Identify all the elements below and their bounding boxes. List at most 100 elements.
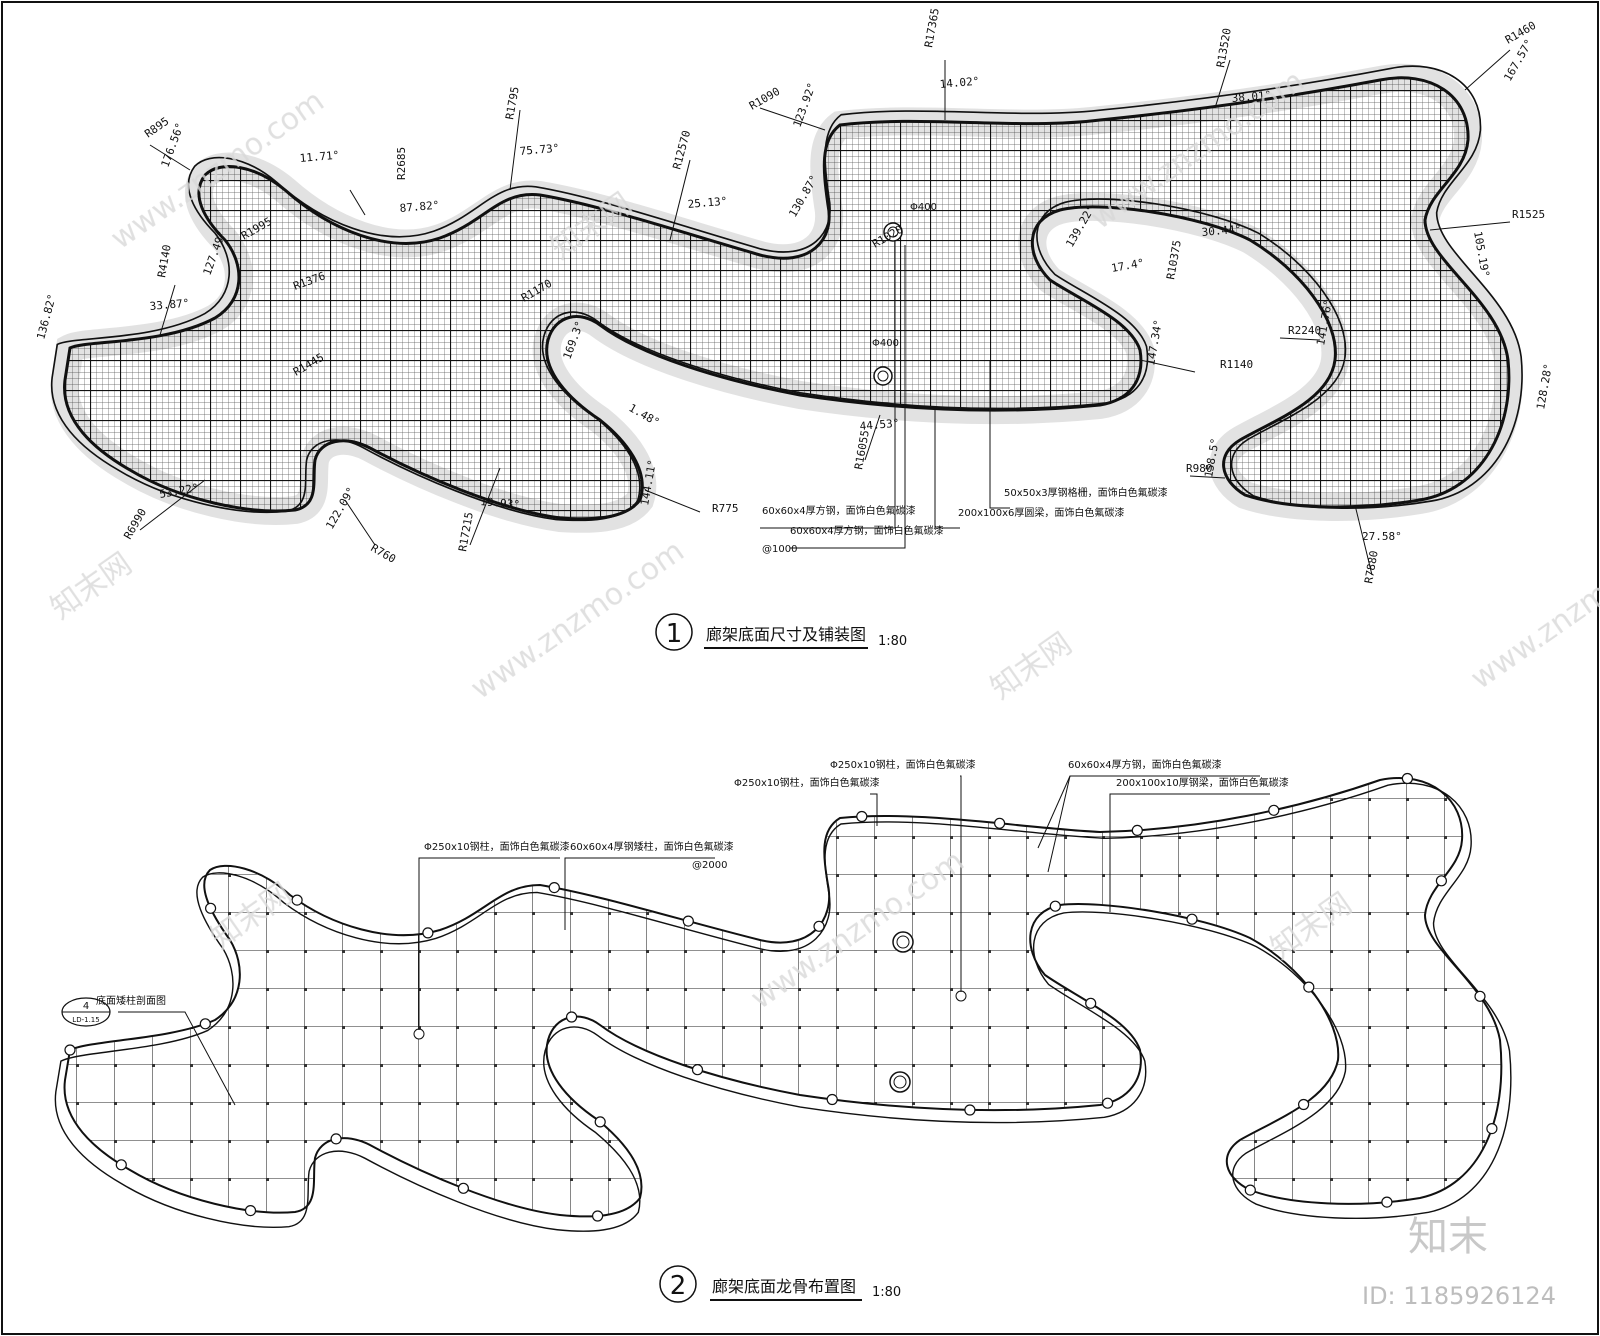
plan1-dimension-label: 25.13° (687, 195, 728, 211)
plan2-edge-post (244, 1204, 257, 1217)
plan1-dimension-label: R12570 (670, 129, 693, 171)
plan1-dimension-label: 14.02° (939, 75, 980, 91)
plan1-callout-text: 50x50x3厚钢格栅，面饰白色氟碳漆 (1004, 486, 1168, 499)
plan2-edge-post (565, 1011, 578, 1023)
plan2-outer-edge (54, 782, 1512, 1232)
plan2-edge-post (691, 1064, 704, 1076)
plan2-edge-post (1085, 997, 1097, 1009)
plan1-title-block: 1 廊架底面尺寸及铺装图 1:80 (655, 613, 907, 651)
plan1-callout-text: 60x60x4厚方钢，面饰白色氟碳漆 (790, 524, 944, 537)
plan1-leader-lines (139, 49, 1511, 576)
plan1-dimension-label: 136.82° (34, 293, 59, 341)
plan1-callout-text: Φ400 (910, 202, 937, 213)
plan2-edge-post (1186, 913, 1198, 925)
plan1-dimension-label: 33.87° (149, 297, 190, 313)
plan1-callouts: 50x50x3厚钢格栅，面饰白色氟碳漆 200x100x6厚圆梁，面饰白色氟碳漆 6… (762, 202, 1168, 555)
plan2-edge-post (1297, 1098, 1310, 1111)
plan2-edge-post (1486, 1122, 1498, 1135)
plan1-dimension-label: 44.53° (859, 417, 900, 433)
image-id: ID: 1185926124 (1362, 1282, 1556, 1310)
plan2-edge-post (457, 1182, 469, 1194)
plan2-edge-post (594, 1116, 606, 1128)
plan1-dimension-label: R2685 (395, 147, 408, 180)
plan2-edge-post (1474, 990, 1486, 1002)
plan2-column-marker (896, 935, 910, 949)
plan1-dimension-label: R1140 (1220, 358, 1253, 371)
plan1-dimension-label: 17.4° (1110, 256, 1145, 275)
plan2-edge-post (1049, 900, 1061, 912)
plan2-edge-post (115, 1159, 127, 1171)
plan1-dimension-label: R17365 (922, 7, 942, 48)
plan2-callout-text: Φ250x10钢柱，面饰白色氟碳漆 (830, 758, 976, 771)
plan2-edge-post (1131, 824, 1143, 837)
watermark-text: 知末网 (45, 546, 139, 626)
plan1-callout-text: @1000 (762, 544, 797, 555)
plan2-edge-post (1101, 1097, 1114, 1109)
plan2-column-marker (893, 1075, 907, 1089)
plan1-dimension-label: 105.19° (1471, 230, 1492, 278)
watermark-text: 知末网 (985, 626, 1079, 706)
plan1-dimension-label: 122.09° (323, 485, 357, 532)
plan2-callouts: Φ250x10钢柱，面饰白色氟碳漆 60x60x4厚方钢，面饰白色氟碳漆 Φ250x… (96, 758, 1289, 1007)
plan1-dimension-label: 147.34° (1144, 319, 1165, 367)
plan1-dimension-label: 38.01° (1231, 89, 1272, 105)
plan2-edge-post (1401, 772, 1414, 785)
plan1-dimension-label: R760 (369, 541, 398, 566)
plan1-number: 1 (666, 619, 683, 649)
plan2-edge-post (199, 1018, 211, 1030)
plan2-callout-text: Φ250x10钢柱，面饰白色氟碳漆 (734, 776, 880, 789)
plan2-edge-post (591, 1210, 604, 1222)
plan1-scale: 1:80 (878, 634, 907, 649)
plan2-edge-post (856, 810, 868, 823)
plan1-dimension-label: R775 (712, 502, 739, 515)
plan2-callout-text: 200x100x10厚钢梁，面饰白色氟碳漆 (1116, 776, 1289, 789)
plan1-dimension-label: 11.71° (299, 149, 340, 165)
plan2-number: 2 (670, 1271, 687, 1301)
plan1-callout-text: 200x100x6厚圆梁，面饰白色氟碳漆 (958, 506, 1124, 519)
plan1-dimension-label: R1090 (747, 85, 782, 113)
plan2-edge-post (291, 894, 303, 906)
plan1-outer-edge (50, 65, 1523, 522)
plan2-callout-text: 60x60x4厚方钢，面饰白色氟碳漆 (1068, 758, 1222, 771)
plan1-column-marker (887, 226, 899, 238)
plan1-dimension-label: R2240 (1288, 324, 1321, 337)
plan1-dimension-label: 1.48° (627, 401, 662, 429)
plan2-leader-lines (118, 775, 1270, 1106)
plan2-edge-post (964, 1104, 976, 1116)
plan2-callout-text: 60x60x4厚钢矮柱，面饰白色氟碳漆 (570, 840, 734, 853)
plan1-dimension-label: R17215 (456, 511, 476, 552)
plan2-edge-post (1268, 804, 1280, 816)
plan1-dimension-label: R895 (142, 115, 171, 141)
plan1-title: 廊架底面尺寸及铺装图 (706, 625, 866, 644)
plan1-dimension-label: R7880 (1362, 550, 1381, 585)
plan2-callout-text: @2000 (692, 860, 727, 871)
plan2-edge-post (422, 927, 434, 939)
plan2-edge-post (682, 915, 694, 927)
plan1-dimension-label: R1795 (503, 86, 522, 121)
plan1-column-marker (873, 366, 893, 386)
plan1-callout-text: 60x60x4厚方钢，面饰白色氟碳漆 (762, 504, 916, 517)
plan2-scale: 1:80 (872, 1285, 901, 1300)
brand-logo-text: 知末 (1408, 1214, 1488, 1260)
plan2-edge-post (1435, 875, 1448, 887)
plan1-callout-text: Φ400 (872, 338, 899, 349)
plan2-section-ref: LD-1.15 (72, 1016, 99, 1024)
plan1-number-circle (655, 613, 693, 651)
plan2-column-marker (413, 1028, 425, 1040)
plan1-dimension-label: 27.58° (1362, 530, 1402, 543)
plan2-edge-post (813, 920, 825, 932)
plan2-callout-text: 底面矮柱剖面图 (96, 994, 166, 1007)
plan1-dimension-label: R1525 (1512, 208, 1545, 221)
watermark-text: www.znzmo.com (1465, 524, 1600, 697)
plan1-dimension-label: R10375 (1164, 239, 1184, 280)
plan1-dimension-label: 87.82° (399, 199, 440, 215)
plan2-edge-post (1303, 981, 1315, 993)
plan1-dimension-label: 30.44° (1201, 223, 1242, 239)
plan1-dimension-label: R4140 (155, 244, 174, 279)
plan2-column-marker (892, 931, 914, 953)
plan2-title-block: 2 廊架底面龙骨布置图 1:80 (659, 1265, 901, 1303)
plan1-dimension-label: R13520 (1214, 27, 1234, 68)
plan1-dimension-label: 19.93° (480, 495, 521, 511)
plan2-section-marker: 4 LD-1.15 (61, 997, 111, 1027)
